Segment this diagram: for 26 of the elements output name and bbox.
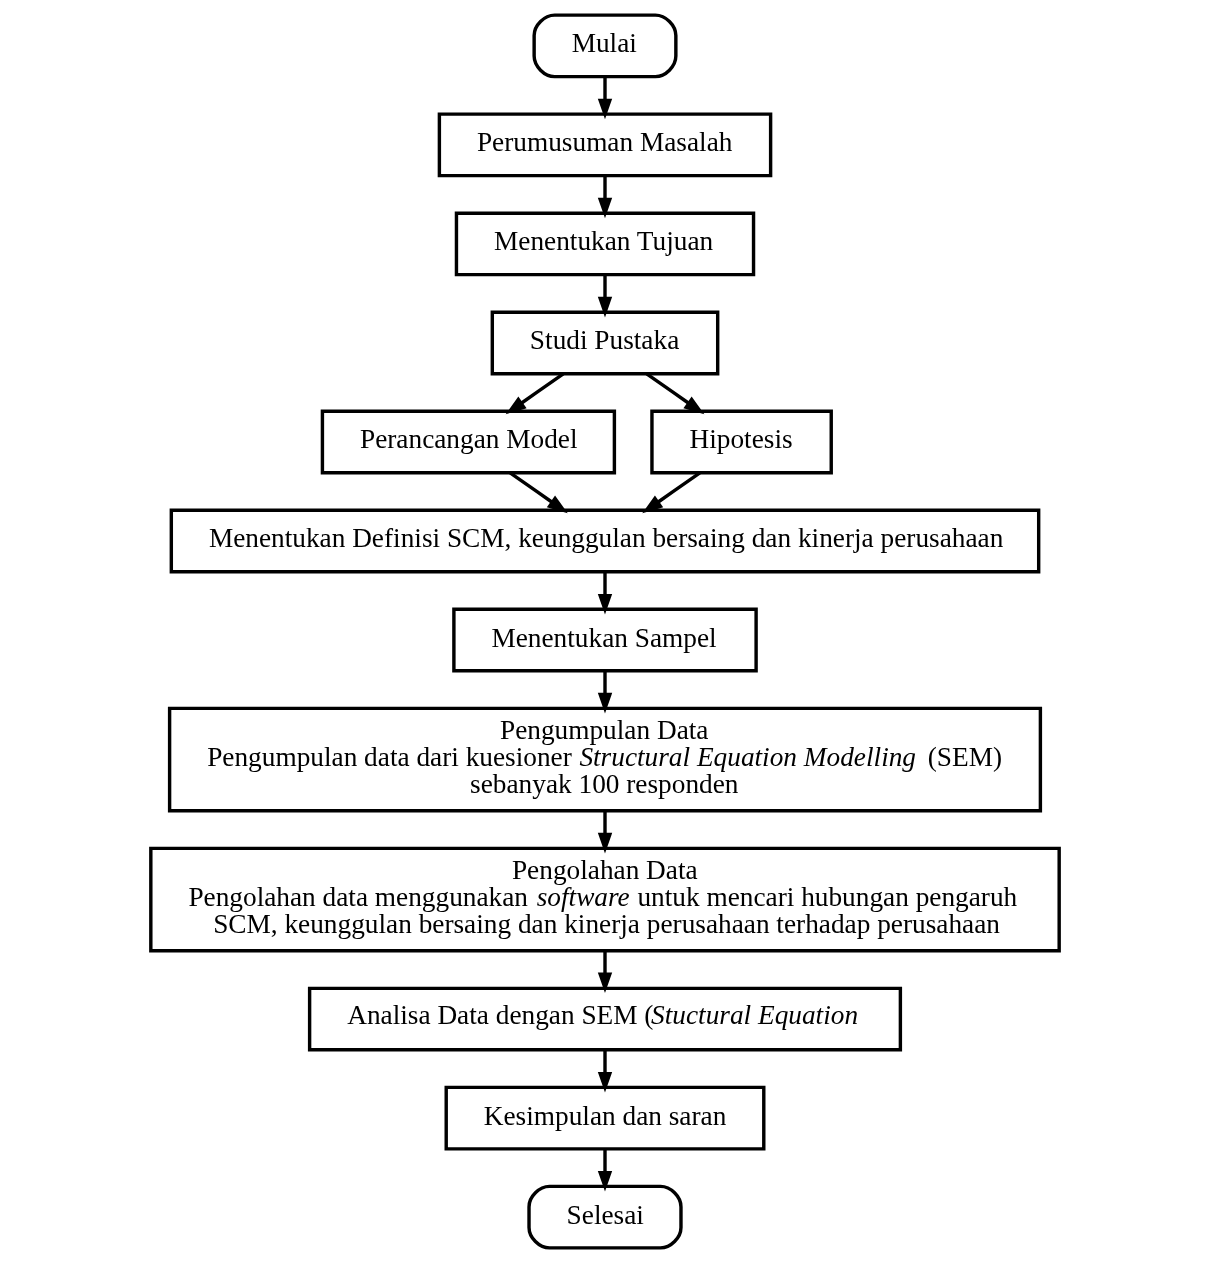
node-box: Pengolahan Data Pengolahan data menggunakan software untuk mencari hubungan pengaruh SCM, keunggulan bersaing dan kinerja perusahaan terhadap perusahaan bbox=[148, 846, 1061, 953]
arrow bbox=[597, 1050, 612, 1093]
node-box: Pengumpulan Data Pengumpulan data dari kuesioner Structural Equation Modelling (SEM) sebanyak 100 responden bbox=[167, 706, 1042, 813]
node-box: Menentukan Definisi SCM, keunggulan bersaing dan kinerja perusahaan bbox=[169, 508, 1040, 574]
node-box: Kesimpulan dan saran bbox=[444, 1085, 765, 1151]
arrow bbox=[641, 471, 701, 514]
arrow bbox=[597, 671, 612, 714]
node-box: Hipotesis bbox=[649, 409, 833, 475]
arrow bbox=[597, 571, 612, 615]
arrow bbox=[597, 175, 612, 219]
node-box: Analisa Data dengan SEM (Stuctural Equation bbox=[307, 986, 902, 1052]
arrow bbox=[597, 811, 612, 854]
arrow bbox=[505, 372, 564, 415]
arrow bbox=[597, 76, 612, 120]
node-box: Selesai bbox=[526, 1184, 683, 1250]
arrow bbox=[508, 471, 568, 514]
arrow bbox=[645, 372, 704, 415]
arrow bbox=[597, 951, 612, 994]
node-box: Studi Pustaka bbox=[490, 310, 719, 376]
node-box: Perancangan Model bbox=[320, 409, 616, 475]
node-box: Mulai bbox=[531, 13, 678, 79]
arrow bbox=[597, 1149, 612, 1192]
node-box: Menentukan Tujuan bbox=[454, 211, 755, 277]
arrow bbox=[597, 274, 612, 318]
node-box: Perumusuman Masalah bbox=[437, 112, 772, 178]
node-box: Menentukan Sampel bbox=[451, 607, 758, 673]
